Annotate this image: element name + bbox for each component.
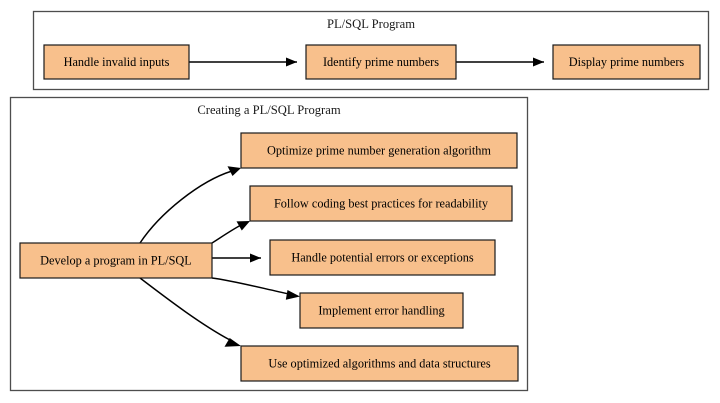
edge-line — [211, 277, 290, 295]
node-handle-invalid-inputs[interactable]: Handle invalid inputs — [43, 44, 190, 80]
arrowhead-icon — [250, 253, 261, 263]
edge-line — [139, 277, 231, 341]
node-box[interactable] — [43, 44, 190, 80]
panel-title-pl-sql-program: PL/SQL Program — [327, 17, 415, 31]
arrowhead-icon — [224, 338, 241, 347]
node-optimize-prime-number-generation-algorithm[interactable]: Optimize prime number generation algorit… — [240, 132, 518, 169]
node-label: Handle potential errors or exceptions — [291, 250, 474, 264]
arrowhead-icon — [227, 166, 241, 176]
node-label: Optimize prime number generation algorit… — [267, 143, 491, 157]
node-identify-prime-numbers[interactable]: Identify prime numbers — [305, 44, 457, 80]
node-label: Handle invalid inputs — [64, 55, 170, 69]
node-label: Identify prime numbers — [323, 55, 439, 69]
node-label: Implement error handling — [318, 303, 444, 317]
panel-title-creating-a-pl-sql-program: Creating a PL/SQL Program — [197, 103, 340, 117]
node-use-optimized-algorithms-and-data-structures[interactable]: Use optimized algorithms and data struct… — [240, 345, 519, 382]
edge-develop-to-implement — [211, 277, 300, 300]
edge-line — [211, 224, 242, 244]
node-box[interactable] — [249, 185, 513, 222]
node-handle-potential-errors-or-exceptions[interactable]: Handle potential errors or exceptions — [269, 239, 496, 276]
arrowhead-icon — [285, 290, 300, 300]
node-box[interactable] — [19, 242, 213, 279]
arrowhead-icon — [286, 57, 297, 67]
edge-line — [139, 170, 233, 244]
edge-identify-prime-numbers-to-display-prime-numbers — [456, 57, 544, 67]
node-develop-a-program-in-pl-sql[interactable]: Develop a program in PL/SQL — [19, 242, 213, 279]
node-box[interactable] — [305, 44, 457, 80]
edge-develop-to-handle-potential — [212, 253, 261, 263]
node-box[interactable] — [269, 239, 496, 276]
node-label: Display prime numbers — [569, 55, 685, 69]
edge-develop-to-use-optimized — [139, 277, 241, 347]
arrowhead-icon — [236, 221, 250, 231]
node-display-prime-numbers[interactable]: Display prime numbers — [552, 44, 701, 80]
node-group: Handle invalid inputs Identify prime num… — [19, 44, 701, 382]
node-box[interactable] — [240, 345, 519, 382]
node-label: Develop a program in PL/SQL — [40, 253, 192, 267]
arrowhead-icon — [533, 57, 544, 67]
edge-develop-to-follow — [211, 221, 250, 244]
node-box[interactable] — [552, 44, 701, 80]
node-box[interactable] — [240, 132, 518, 169]
node-label: Use optimized algorithms and data struct… — [268, 356, 491, 370]
node-follow-coding-best-practices-for-readability[interactable]: Follow coding best practices for readabi… — [249, 185, 513, 222]
node-box[interactable] — [299, 292, 464, 329]
node-implement-error-handling[interactable]: Implement error handling — [299, 292, 464, 329]
edge-group — [139, 57, 544, 347]
edge-develop-to-optimize — [139, 166, 241, 244]
node-label: Follow coding best practices for readabi… — [274, 196, 489, 210]
edge-handle-invalid-inputs-to-identify-prime-numbers — [189, 57, 297, 67]
